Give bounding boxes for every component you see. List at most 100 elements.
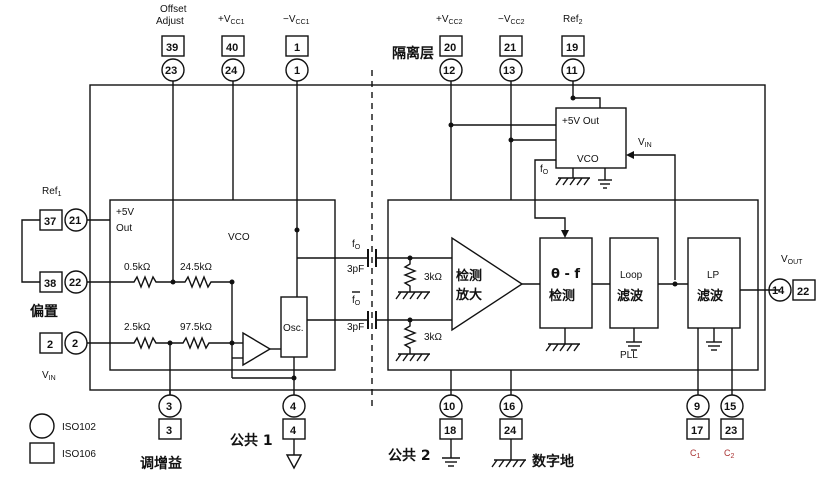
resistor-r3 [128,336,170,350]
pll-label: PLL [620,350,638,361]
pll-vco-plus5v: +5V Out [562,116,599,127]
pin-vcc2-minus-circle-num: 13 [503,65,515,77]
pin-vout[interactable]: 14 22 [768,278,816,302]
pin-vcc1-plus-label: +VCC1 [218,14,245,26]
pin-vcc2-minus-square [499,35,523,57]
common2-label: 公共 2 [388,447,431,464]
resistor-3k-bot [403,320,417,354]
pin-c1-circle [686,394,710,418]
pin-ref1-square-num: 37 [44,216,56,228]
osc-label: Osc. [283,323,304,334]
pin-gain[interactable]: 3 3 [158,394,182,440]
pin-c2-square-num: 23 [725,425,737,437]
ref1-loop-wire [21,219,40,283]
pin-38[interactable]: 38 22 [39,270,88,294]
pin-gain-circle [158,394,182,418]
pin-c2-circle [720,394,744,418]
pin-vout-circle [768,278,792,302]
pin-offset-adjust-square [161,35,185,57]
pin-vcc1-minus-square-num: 1 [294,42,300,54]
pin-ref2-circle-num: 11 [566,65,578,77]
lp-line1: LP [707,270,720,281]
bias-label: 偏置 [30,303,58,320]
pin-digital-ground-square-num: 24 [504,425,517,437]
legend: ISO102 ISO106 [29,413,96,464]
pin-c2[interactable]: 15 23 [720,394,744,440]
pin-vout-square [792,279,816,301]
pll-vco-vin: VIN [638,137,652,149]
pin-offset-adjust-circle-num: 23 [165,65,177,77]
pin-vcc2-plus[interactable]: +VCC2 20 12 [436,14,463,82]
left-vco-block [109,199,336,371]
pin-ref2[interactable]: Ref2 19 11 [561,14,585,82]
pin-c1-square-num: 17 [691,425,703,437]
pin-digital-ground[interactable]: 16 24 [499,394,523,440]
left-vco: VCO [228,232,250,243]
pin-vcc1-minus[interactable]: −VCC1 1 1 [283,14,310,82]
legend-circle-icon [29,413,55,439]
pin-vcc1-minus-square [285,35,309,57]
pin-offset-adjust-label: Offset [160,4,187,15]
pin-vcc2-plus-label: +VCC2 [436,14,463,26]
pin-ref2-square [561,35,585,57]
pin-vcc1-plus[interactable]: +VCC1 40 24 [218,14,245,82]
pll-vco-box [555,107,627,169]
pin-c1-square [686,418,710,440]
pin-common2[interactable]: 10 18 [439,394,463,440]
detect-amplifier [451,236,524,332]
pin-digital-ground-circle-num: 16 [503,401,515,413]
pin-vcc2-minus[interactable]: −VCC2 21 13 [498,14,525,82]
amp-line1: 检测 [456,268,482,284]
pin-common2-square-num: 18 [444,425,456,437]
digital-ground-label: 数字地 [532,453,574,470]
pin-ref1[interactable]: 37 21 [39,208,88,232]
r3-label: 2.5kΩ [124,322,151,333]
loop-filter [609,237,659,329]
lp-filter [687,237,741,329]
pin-ref2-label: Ref2 [563,14,583,26]
pin-vcc2-plus-circle-num: 12 [443,65,455,77]
resistor-r4 [170,336,232,350]
pin-common1-circle-num: 4 [290,401,297,413]
pin-38-square-num: 38 [44,278,56,290]
vout-label: VOUT [781,254,803,266]
r-3k-bot-label: 3kΩ [424,332,443,343]
pll-vco-label: VCO [577,154,599,165]
f0-label: fO [352,239,361,251]
theta-f-detector [539,237,593,329]
pin-vcc1-plus-square-num: 40 [226,42,238,54]
c1-label: C1 [690,448,701,460]
pin-vout-circle-num: 14 [772,285,785,297]
pin-common1-circle [282,394,306,418]
pin-vin[interactable]: 2 2 [39,331,88,355]
pin-ref2-square-num: 19 [566,42,578,54]
common1-label: 公共 1 [230,432,273,449]
resistor-r2 [173,275,232,289]
pin-common1[interactable]: 4 4 [282,394,306,440]
pin-c1[interactable]: 9 17 [686,394,710,440]
pin-38-circle-num: 22 [69,277,81,289]
pin-vcc2-plus-square-num: 20 [444,42,456,54]
pin-vin-square-num: 2 [47,339,53,351]
common1-ground [285,454,303,470]
pin-c2-circle-num: 15 [724,401,736,413]
gain-label: 调增益 [140,455,182,472]
pin-common2-circle-num: 10 [443,401,455,413]
pin-vcc1-plus-square [221,35,245,57]
amp-line2: 放大 [455,287,482,303]
pin-offset-adjust-label2: Adjust [156,16,184,27]
pin-offset-adjust[interactable]: Offset Adjust 39 23 [156,4,187,82]
loop-line1: Loop [620,270,643,281]
pin-vin-square [39,332,63,354]
pin-offset-adjust-square-num: 39 [166,42,178,54]
pin-vcc1-minus-circle-num: 1 [294,65,300,77]
pll-fo: fO [540,164,549,176]
pin-ref1-circle-num: 21 [69,215,81,227]
pin-vcc2-plus-square [439,35,463,57]
pin-vcc1-plus-circle-num: 24 [225,65,238,77]
r2-label: 24.5kΩ [180,262,212,273]
det-line2: 检测 [549,288,575,304]
pin-digital-ground-circle [499,394,523,418]
